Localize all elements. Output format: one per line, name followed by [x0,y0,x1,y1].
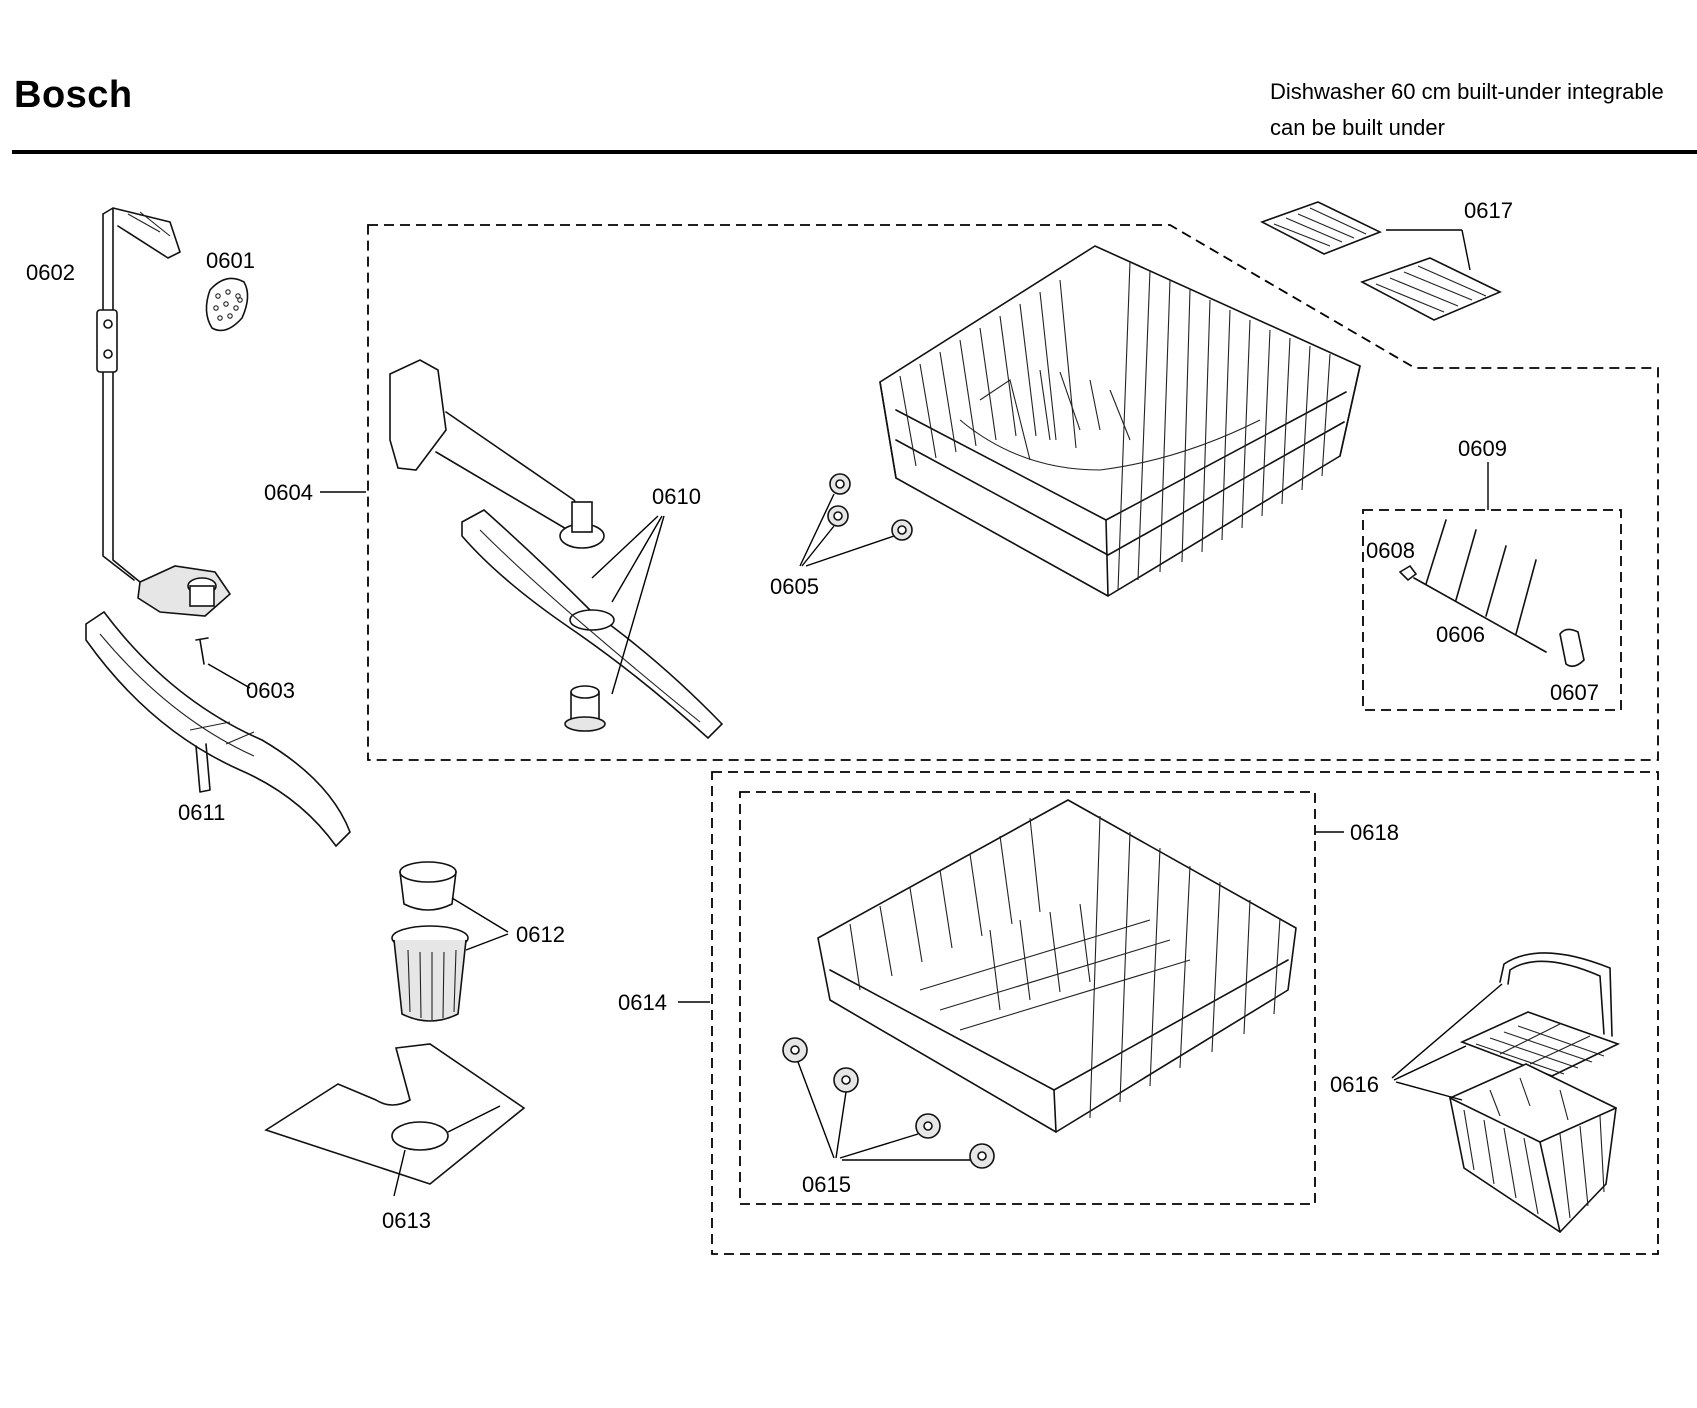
label-0602: 0602 [26,260,75,285]
label-0611: 0611 [178,800,225,825]
tine-assembly-group-outline [1362,509,1622,711]
page-header: Bosch Dishwasher 60 cm built-under integ… [0,0,1697,160]
rack-wheel-icon [833,1067,859,1093]
upper-rack [879,245,1361,597]
spray-pipe-0602 [96,207,232,617]
rack-wheel-icon [969,1143,995,1169]
group-outlines [367,224,1659,1255]
screw-0603 [195,637,251,689]
rack-wheel-icon [827,505,849,527]
upper-spray-arm-0604 [389,359,605,549]
label-0608: 0608 [1366,538,1415,563]
rack-wheel-icon [891,519,913,541]
lower-rack-inner-outline [739,791,1316,1205]
label-0607: 0607 [1550,680,1599,705]
upper-rack-wheels-0605 [799,473,913,567]
label-0609: 0609 [1458,436,1507,461]
label-0616: 0616 [1330,1072,1379,1097]
label-0610: 0610 [652,484,701,509]
upper-rack-group-outline [367,224,1659,761]
rack-wheel-icon [829,473,851,495]
label-0605: 0605 [770,574,819,599]
cup-shelves-0617 [1259,201,1502,321]
label-0612: 0612 [516,922,565,947]
label-0618: 0618 [1350,820,1399,845]
header-rule [12,150,1697,154]
lower-rack-group-outline [711,771,1659,1255]
brand-title: Bosch [14,74,133,116]
subtitle-line-1: Dishwasher 60 cm built-under integrable [1270,79,1664,104]
spray-arm-0610 [461,509,724,740]
tine-assembly-0609 [1398,462,1585,668]
subtitle-line-2: can be built under [1270,115,1445,140]
label-0606: 0606 [1436,622,1485,647]
cutlery-basket-0616 [1391,952,1621,1234]
fine-filter-plate-0613 [264,1043,526,1197]
label-0604: 0604 [264,480,313,505]
label-0603: 0603 [246,678,295,703]
spray-head-0601 [205,277,249,332]
lower-rack-wheels-0615 [782,1037,995,1169]
label-0614: 0614 [618,990,667,1015]
rack-wheel-icon [782,1037,808,1063]
label-0617: 0617 [1464,198,1513,223]
part-number-labels: 0601 0602 0603 0604 0605 0606 0607 0608 … [26,198,1599,1233]
lower-spray-arm-0611 [85,610,351,848]
filter-assembly-0612 [391,861,509,1022]
label-0615: 0615 [802,1172,851,1197]
label-0613: 0613 [382,1208,431,1233]
model-description: Dishwasher 60 cm built-under integrable … [1270,74,1664,146]
label-0601: 0601 [206,248,255,273]
lower-rack [817,799,1297,1133]
rack-wheel-icon [915,1113,941,1139]
